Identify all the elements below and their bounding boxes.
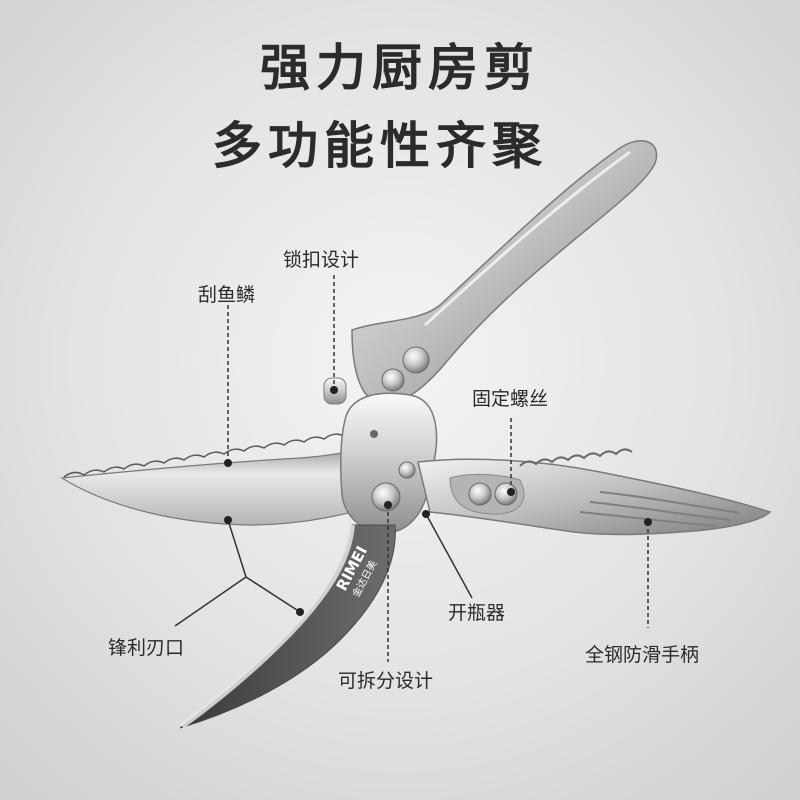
rivet-small <box>398 461 416 479</box>
headline-line-2: 多功能性齐聚 <box>212 117 548 175</box>
pivot-body <box>340 392 438 534</box>
rivet-small-2 <box>370 430 378 438</box>
rivet-pivot <box>371 482 401 512</box>
leader-blade-a <box>227 519 301 613</box>
leader-blade-b <box>174 576 247 627</box>
headline-line-1: 强力厨房剪 <box>260 39 540 97</box>
callout-bottle-opener: 开瓶器 <box>448 602 506 624</box>
callout-lock: 锁扣设计 <box>283 249 360 271</box>
upper-handle <box>351 140 658 406</box>
rivet-upper-2 <box>381 368 405 392</box>
rivet-handle-1 <box>468 482 492 506</box>
callout-scale-scraper: 刮鱼鳞 <box>198 284 256 306</box>
leader-bottle-opener <box>425 513 473 599</box>
callout-detachable: 可拆分设计 <box>338 670 434 692</box>
callout-handle: 全钢防滑手柄 <box>585 644 700 666</box>
callout-fixed-screw: 固定螺丝 <box>472 388 549 410</box>
callout-sharp-blade: 锋利刃口 <box>108 637 185 659</box>
rivet-upper <box>402 346 430 374</box>
